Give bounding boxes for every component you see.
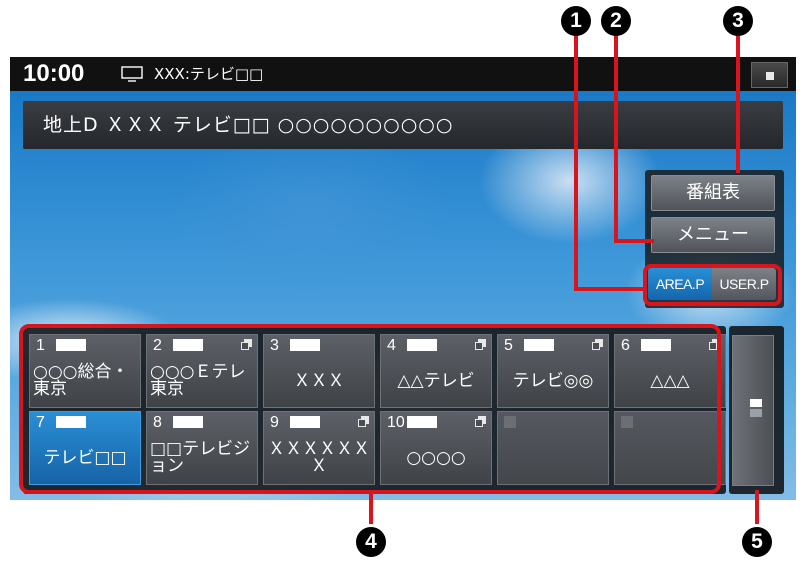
preset-button-5[interactable]: 5 テレビ◎◎: [497, 334, 609, 408]
preset-number: 8: [153, 414, 162, 431]
preset-channel-name: テレビ◎◎: [512, 370, 594, 391]
preset-button-2[interactable]: 2 ○○○Ｅテレ東京: [146, 334, 258, 408]
channel-logo-placeholder: [290, 339, 320, 351]
preset-button-11[interactable]: [497, 411, 609, 485]
sub-channel-icon: [475, 339, 486, 350]
preset-number: 1: [36, 337, 45, 354]
preset-channel-name: △△△: [650, 370, 690, 391]
channel-logo-placeholder: [173, 416, 203, 428]
preset-mode-toggle: AREA.P USER.P: [648, 268, 776, 300]
page-indicator-next: [750, 409, 762, 417]
preset-grid-highlight: [19, 324, 721, 494]
sub-channel-icon: [358, 416, 369, 427]
preset-button-6[interactable]: 6 △△△: [614, 334, 726, 408]
page-indicator-current: [750, 399, 762, 407]
preset-button-8[interactable]: 8 □□テレビジョン: [146, 411, 258, 485]
preset-channel-name: △△テレビ: [397, 370, 475, 391]
channel-logo-placeholder: [290, 416, 320, 428]
user-preset-button[interactable]: USER.P: [712, 268, 776, 300]
menu-button[interactable]: メニュー: [651, 217, 775, 253]
channel-logo-placeholder: [407, 339, 437, 351]
preset-channel-name: ＸＸＸ: [293, 370, 345, 391]
preset-number: 10: [387, 414, 405, 431]
channel-logo-placeholder: [641, 339, 671, 351]
callout-1-leader: [574, 33, 578, 291]
preset-number: 6: [621, 337, 630, 354]
screen-toggle-icon: [766, 72, 774, 80]
sub-channel-icon: [475, 416, 486, 427]
callout-marker-1: 1: [561, 6, 591, 36]
callout-5-leader: [755, 490, 759, 524]
empty-preset-marker: [621, 416, 633, 428]
callout-marker-4: 4: [356, 527, 386, 557]
preset-number: 5: [504, 337, 513, 354]
preset-channel-name: □□テレビジョン: [150, 439, 251, 476]
preset-scroll-button[interactable]: [732, 335, 774, 486]
tv-screen: 10:00 XXX:テレビ□□ 地上D ＸＸＸ テレビ□□ ○○○○○○○○○○…: [10, 57, 796, 500]
program-info-text: 地上D ＸＸＸ テレビ□□ ○○○○○○○○○○: [43, 114, 454, 136]
empty-preset-marker: [504, 416, 516, 428]
channel-logo-placeholder: [56, 416, 86, 428]
preset-button-4[interactable]: 4△△テレビ: [380, 334, 492, 408]
preset-number: 3: [270, 337, 279, 354]
preset-number: 9: [270, 414, 279, 431]
clock: 10:00: [23, 60, 85, 87]
source-label: XXX:テレビ□□: [154, 65, 264, 83]
preset-button-12[interactable]: [614, 411, 726, 485]
preset-button-7[interactable]: 7 テレビ□□: [29, 411, 141, 485]
preset-channel-name: ○○○○: [406, 447, 466, 468]
channel-logo-placeholder: [407, 416, 437, 428]
sub-channel-icon: [241, 339, 252, 350]
preset-channel-name: ○○○Ｅテレ東京: [150, 362, 246, 399]
callout-4-leader: [369, 490, 373, 524]
preset-channel-name: ○○○総合・東京: [33, 362, 129, 399]
callout-1-leader-foot: [574, 287, 644, 291]
sub-channel-icon: [709, 339, 720, 350]
callout-marker-2: 2: [601, 6, 631, 36]
program-guide-button[interactable]: 番組表: [651, 175, 775, 211]
preset-number: 4: [387, 337, 396, 354]
preset-mode-highlight: [643, 264, 782, 306]
preset-number: 2: [153, 337, 162, 354]
area-preset-button[interactable]: AREA.P: [648, 268, 712, 300]
callout-3-leader: [736, 33, 740, 173]
preset-button-1[interactable]: 1 ○○○総合・東京: [29, 334, 141, 408]
callout-marker-5: 5: [742, 527, 772, 557]
preset-button-10[interactable]: 10○○○○: [380, 411, 492, 485]
sub-channel-icon: [592, 339, 603, 350]
callout-2-leader-foot: [614, 239, 654, 243]
preset-channel-name: テレビ□□: [43, 447, 127, 468]
preset-channel-name: ＸＸＸＸＸＸＸ: [268, 439, 370, 476]
callout-2-leader: [614, 33, 618, 243]
program-info-bar: 地上D ＸＸＸ テレビ□□ ○○○○○○○○○○: [23, 101, 783, 149]
preset-number: 7: [36, 414, 45, 431]
screen-toggle-button[interactable]: [751, 62, 788, 88]
channel-logo-placeholder: [56, 339, 86, 351]
callout-marker-3: 3: [723, 6, 753, 36]
tv-icon: [121, 66, 143, 82]
status-bar: 10:00 XXX:テレビ□□: [10, 57, 796, 91]
channel-logo-placeholder: [524, 339, 554, 351]
channel-logo-placeholder: [173, 339, 203, 351]
